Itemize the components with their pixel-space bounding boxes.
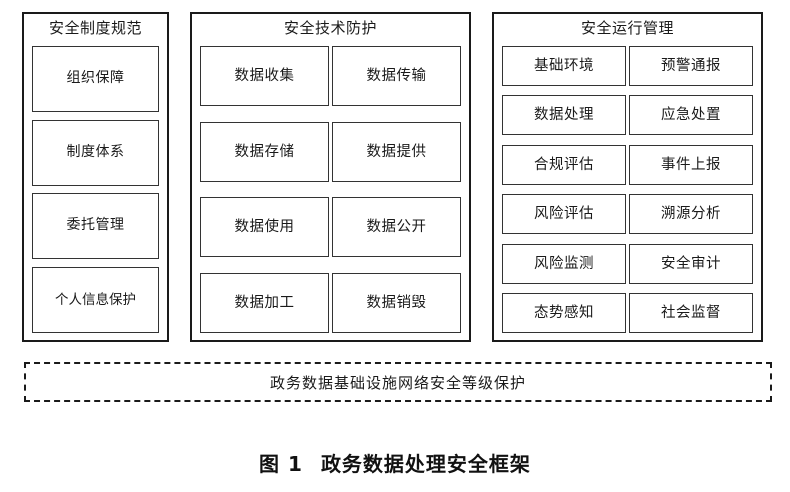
figure-caption-number: 图 1	[259, 452, 303, 476]
pillar-panels: 安全制度规范 组织保障 制度体系 委托管理 个人信息保护 安全技术防护 数据收集…	[22, 12, 763, 342]
card-item[interactable]: 数据处理	[502, 95, 626, 136]
foundation-bar: 政务数据基础设施网络安全等级保护	[24, 362, 772, 402]
card-item[interactable]: 预警通报	[629, 46, 753, 86]
panel-security-technical-protection: 安全技术防护 数据收集 数据传输 数据存储 数据提供 数据使用 数据公开 数据加…	[190, 12, 471, 342]
card-item[interactable]: 委托管理	[32, 193, 159, 260]
card-item[interactable]: 安全审计	[629, 243, 753, 284]
card-item[interactable]: 数据收集	[200, 46, 329, 106]
card-item[interactable]: 风险监测	[502, 243, 626, 284]
panel-card-grid: 数据收集 数据传输 数据存储 数据提供 数据使用 数据公开 数据加工 数据销毁	[200, 46, 461, 333]
figure-caption: 图 1 政务数据处理安全框架	[0, 448, 790, 477]
card-item[interactable]: 应急处置	[629, 95, 753, 136]
foundation-label: 政务数据基础设施网络安全等级保护	[269, 375, 526, 392]
card-item[interactable]: 制度体系	[32, 119, 159, 186]
panel-title: 安全技术防护	[283, 21, 377, 37]
card-item[interactable]: 个人信息保护	[32, 266, 159, 333]
card-item[interactable]: 数据提供	[332, 121, 461, 182]
card-item[interactable]: 合规评估	[502, 144, 626, 185]
card-item[interactable]: 数据使用	[200, 197, 329, 258]
card-item[interactable]: 社会监督	[629, 292, 753, 333]
panel-card-grid: 基础环境 预警通报 数据处理 应急处置 合规评估 事件上报 风险评估 溯源分析 …	[502, 46, 753, 333]
card-item[interactable]: 数据加工	[200, 272, 329, 333]
card-item[interactable]: 数据公开	[332, 197, 461, 258]
card-item[interactable]: 数据销毁	[332, 272, 461, 333]
panel-title: 安全运行管理	[580, 21, 674, 37]
card-item[interactable]: 溯源分析	[629, 194, 753, 235]
card-item[interactable]: 事件上报	[629, 144, 753, 185]
panel-security-system-norms: 安全制度规范 组织保障 制度体系 委托管理 个人信息保护	[22, 12, 169, 342]
card-item[interactable]: 组织保障	[32, 46, 159, 112]
panel-card-list: 组织保障 制度体系 委托管理 个人信息保护	[32, 46, 159, 333]
panel-security-operation-management: 安全运行管理 基础环境 预警通报 数据处理 应急处置 合规评估 事件上报 风险评…	[492, 12, 763, 342]
card-item[interactable]: 数据传输	[332, 46, 461, 106]
card-item[interactable]: 态势感知	[502, 292, 626, 333]
card-item[interactable]: 基础环境	[502, 46, 626, 86]
panel-title: 安全制度规范	[48, 21, 142, 37]
card-item[interactable]: 数据存储	[200, 121, 329, 182]
figure-caption-title: 政务数据处理安全框架	[320, 452, 531, 476]
card-item[interactable]: 风险评估	[502, 194, 626, 235]
